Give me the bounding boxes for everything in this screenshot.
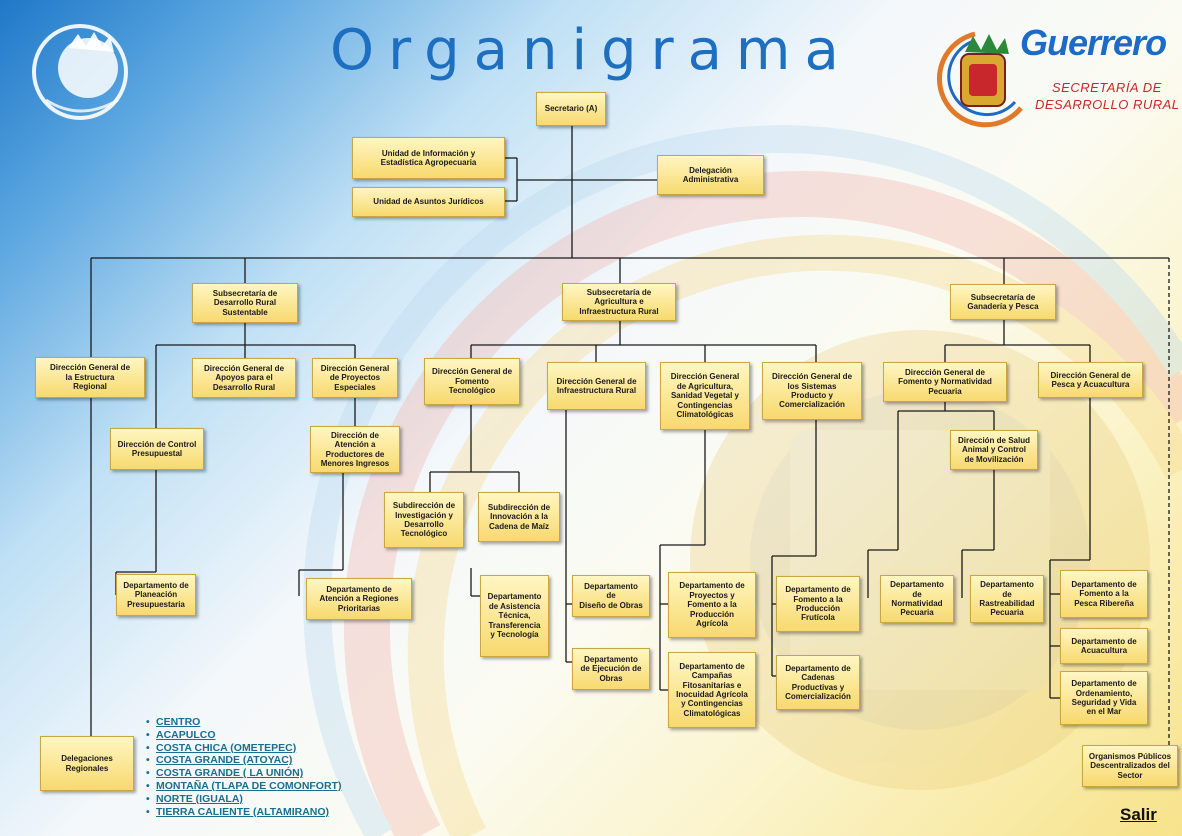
region-list-item: • ACAPULCO [146,729,341,742]
box-dep-proyectos-agricola[interactable]: Departamento de Proyectos y Fomento a la… [668,572,756,638]
region-link-costa-chica[interactable]: COSTA CHICA (OMETEPEC) [156,741,297,754]
region-list-item: • MONTAÑA (TLAPA DE COMONFORT) [146,780,341,793]
box-dg-infraestructura-rural[interactable]: Dirección General de Infraestructura Rur… [547,362,646,410]
box-subdir-investigacion[interactable]: Subdirección de Investigación y Desarrol… [384,492,464,548]
box-organismos-publicos[interactable]: Organismos Públicos Descentralizados del… [1082,745,1178,787]
bullet: • [146,805,150,818]
bullet: • [146,728,150,741]
box-dg-proyectos-especiales[interactable]: Dirección General de Proyectos Especiale… [312,358,398,398]
box-dg-apoyos[interactable]: Dirección General de Apoyos para el Desa… [192,358,296,398]
box-dg-agricultura[interactable]: Dirección General de Agricultura, Sanida… [660,362,750,430]
page-title: Organigrama [330,18,853,83]
bullet: • [146,741,150,754]
box-dir-salud-animal[interactable]: Dirección de Salud Animal y Control de M… [950,430,1038,470]
box-dep-campanas-fitosanitarias[interactable]: Departamento de Campañas Fitosanitarias … [668,652,756,728]
box-dep-ejecucion-obras[interactable]: Departamento de Ejecución de Obras [572,648,650,690]
region-list-item: • COSTA CHICA (OMETEPEC) [146,742,341,755]
region-link-costa-grande-atoyac[interactable]: COSTA GRANDE (ATOYAC) [156,754,293,767]
box-dg-fomento-pecuaria[interactable]: Dirección General de Fomento y Normativi… [883,362,1007,402]
department-name-line2: DESARROLLO RURAL [1035,97,1180,112]
region-link-montana[interactable]: MONTAÑA (TLAPA DE COMONFORT) [156,779,342,792]
box-subsecretaria-desarrollo-rural[interactable]: Subsecretaría de Desarrollo Rural Susten… [192,283,298,323]
box-secretario[interactable]: Secretario (A) [536,92,606,126]
box-dep-asistencia-tecnica[interactable]: Departamento de Asistencia Técnica, Tran… [480,575,549,657]
region-link-acapulco[interactable]: ACAPULCO [156,728,216,741]
region-list-item: • COSTA GRANDE (ATOYAC) [146,754,341,767]
box-dep-ordenamiento[interactable]: Departamento de Ordenamiento, Seguridad … [1060,671,1148,725]
box-dep-cadenas-productivas[interactable]: Departamento de Cadenas Productivas y Co… [776,655,860,710]
box-dir-control-presupuestal[interactable]: Dirección de Control Presupuestal [110,428,204,470]
department-name-line1: SECRETARÍA DE [1052,80,1162,95]
region-link-tierra-caliente[interactable]: TIERRA CALIENTE (ALTAMIRANO) [156,805,330,818]
bullet: • [146,767,150,780]
region-list-item: • CENTRO [146,716,341,729]
box-dir-atencion-productores[interactable]: Dirección de Atención a Productores de M… [310,426,400,473]
box-dep-fomento-fruticola[interactable]: Departamento de Fomento a la Producción … [776,576,860,632]
box-dep-atencion-regiones[interactable]: Departamento de Atención a Regiones Prio… [306,578,412,620]
region-link-norte[interactable]: NORTE (IGUALA) [156,792,243,805]
box-dep-normatividad-pecuaria[interactable]: Departamento de Normatividad Pecuaria [880,575,954,623]
bullet: • [146,716,150,728]
exit-link[interactable]: Salir [1120,805,1157,824]
box-dg-fomento-tecnologico[interactable]: Dirección General de Fomento Tecnológico [424,358,520,405]
bullet: • [146,754,150,767]
box-delegacion-administrativa[interactable]: Delegación Administrativa [657,155,764,195]
box-delegaciones-regionales[interactable]: Delegaciones Regionales [40,736,134,791]
box-dep-planeacion-presupuestaria[interactable]: Departamento de Planeación Presupuestari… [116,574,196,616]
region-list-item: • NORTE (IGUALA) [146,793,341,806]
bullet: • [146,779,150,792]
box-dg-sistemas-producto[interactable]: Dirección General de los Sistemas Produc… [762,362,862,420]
region-link-centro[interactable]: CENTRO [156,716,201,728]
box-dg-estructura-regional[interactable]: Dirección General de la Estructura Regio… [35,357,145,398]
box-dg-pesca-acuacultura[interactable]: Dirección General de Pesca y Acuacultura [1038,362,1143,398]
box-unidad-asuntos-juridicos[interactable]: Unidad de Asuntos Jurídicos [352,187,505,217]
box-dep-diseno-obras[interactable]: Departamento de Diseño de Obras [572,575,650,617]
region-list-item: • COSTA GRANDE ( LA UNIÓN) [146,767,341,780]
regional-delegations-list: • CENTRO • ACAPULCO • COSTA CHICA (OMETEPEC… [146,716,341,818]
box-subsecretaria-agricultura[interactable]: Subsecretaría de Agricultura e Infraestr… [562,283,676,321]
box-unidad-informacion[interactable]: Unidad de Información y Estadística Agro… [352,137,505,179]
box-dep-acuacultura[interactable]: Departamento de Acuacultura [1060,628,1148,664]
box-dep-pesca-riberena[interactable]: Departamento de Fomento a la Pesca Riber… [1060,570,1148,618]
box-dep-rastreabilidad-pecuaria[interactable]: Departamento de Rastreabilidad Pecuaria [970,575,1044,623]
guerrero-coat-of-arms-logo [936,31,1023,128]
state-emblem-logo [32,24,128,120]
region-list-item: • TIERRA CALIENTE (ALTAMIRANO) [146,806,341,819]
box-subsecretaria-ganaderia[interactable]: Subsecretaría de Ganadería y Pesca [950,284,1056,320]
brand-name: Guerrero [1020,22,1167,63]
region-link-costa-grande-la-union[interactable]: COSTA GRANDE ( LA UNIÓN) [156,767,304,780]
bullet: • [146,792,150,805]
box-subdir-innovacion-maiz[interactable]: Subdirección de Innovación a la Cadena d… [478,492,560,542]
